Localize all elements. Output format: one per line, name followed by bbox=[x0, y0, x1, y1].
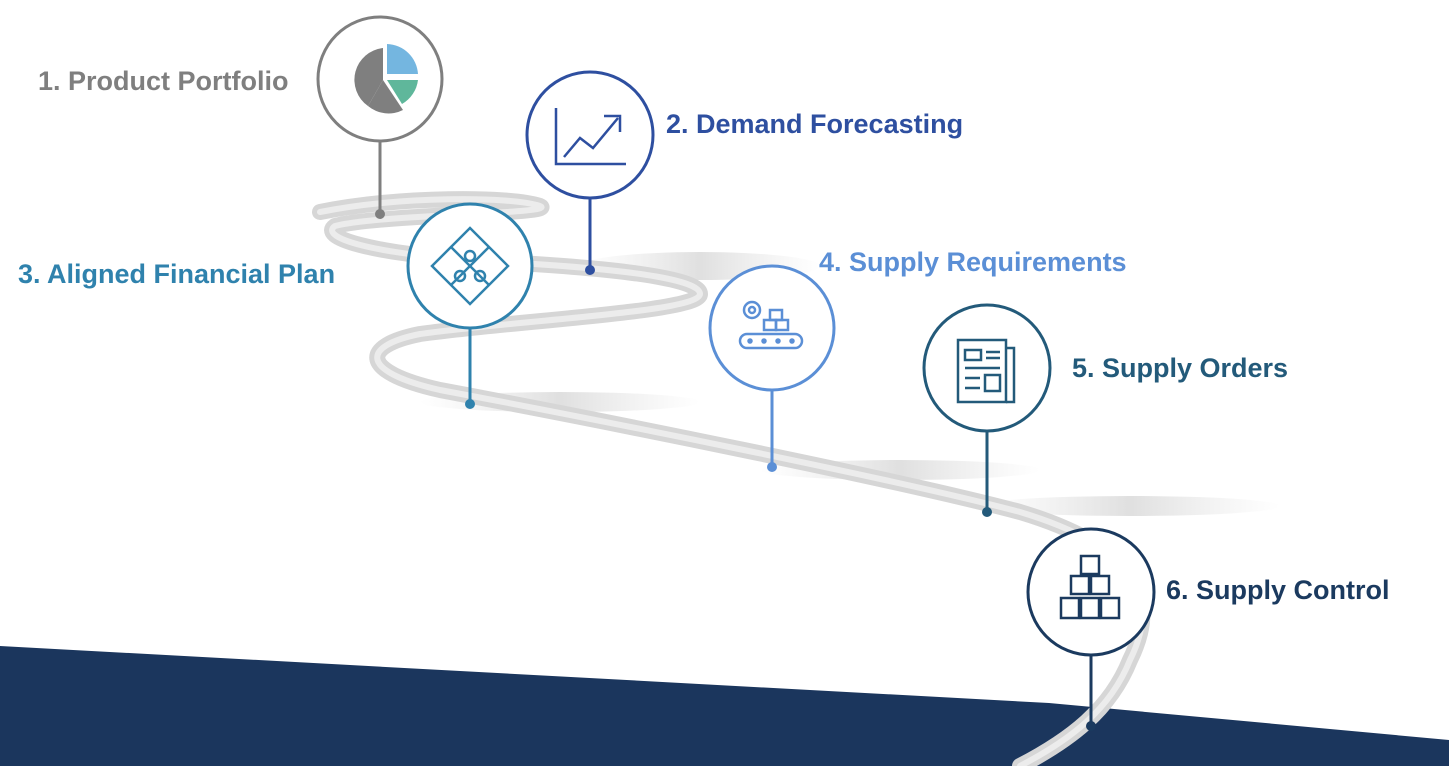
step-3-aligned-financial-plan bbox=[406, 202, 534, 409]
step-2-label: 2. Demand Forecasting bbox=[666, 109, 964, 139]
step-6-supply-control bbox=[1026, 527, 1156, 731]
pie-chart-icon bbox=[354, 44, 418, 114]
step-6-label: 6. Supply Control bbox=[1166, 575, 1390, 605]
step-3-label: 3. Aligned Financial Plan bbox=[18, 259, 336, 289]
step-4-supply-requirements bbox=[708, 264, 836, 472]
step-5-label: 5. Supply Orders bbox=[1072, 353, 1289, 383]
puzzle-icon bbox=[430, 226, 510, 306]
stacked-boxes-icon bbox=[1059, 554, 1121, 620]
step-4-label: 4. Supply Requirements bbox=[819, 247, 1127, 277]
step-1-product-portfolio bbox=[316, 15, 444, 219]
step-1-label: 1. Product Portfolio bbox=[38, 66, 289, 96]
step-5-supply-orders bbox=[922, 303, 1052, 517]
footer-band bbox=[0, 646, 1449, 766]
newspaper-icon bbox=[956, 338, 1016, 404]
conveyor-gear-icon bbox=[738, 300, 804, 350]
step-2-demand-forecasting bbox=[525, 70, 655, 275]
trend-up-chart-icon bbox=[554, 108, 626, 166]
